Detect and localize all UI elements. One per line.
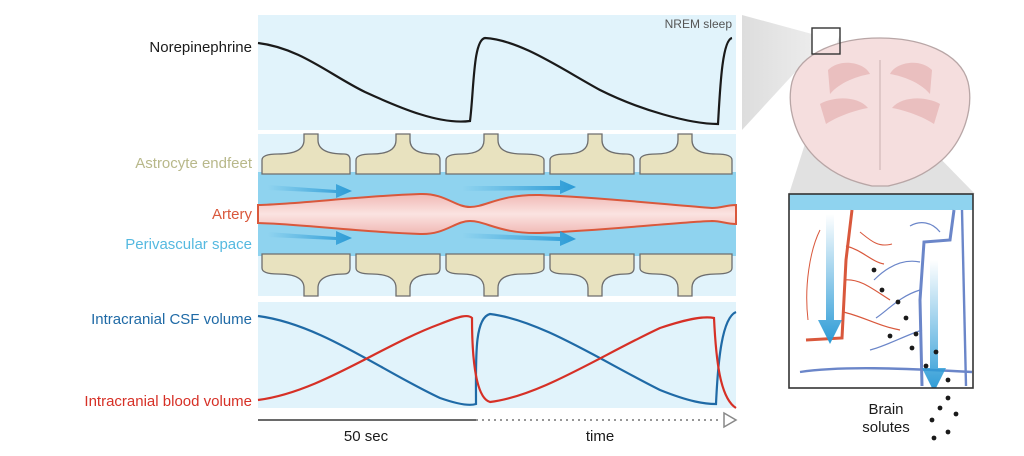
norepinephrine-panel: Norepinephrine NREM sleep: [149, 15, 736, 130]
flow-arrow-1: [268, 184, 352, 198]
blood-volume-trace: [257, 314, 737, 409]
zoom-cone-top: [742, 15, 812, 130]
vein-branch-2: [875, 289, 921, 319]
solute-particle: [887, 333, 893, 339]
solute-particle: [871, 267, 877, 273]
artery-branch-1: [845, 245, 885, 265]
solute-particle: [895, 299, 901, 305]
main-penetrating-artery: [805, 209, 854, 342]
solute-particle: [931, 435, 937, 441]
endfoot-bottom-1: [261, 253, 351, 297]
solute-particle: [953, 411, 959, 417]
endfoot-top-3: [445, 133, 545, 175]
venous-vessels: [799, 209, 973, 387]
vein-bottom: [799, 367, 973, 374]
csf-flow-arrows: [268, 180, 576, 246]
astrocyte-endfeet-label: Astrocyte endfeet: [135, 155, 253, 172]
endfoot-bottom-3: [445, 253, 545, 297]
vasculature-inset: Brain solutes: [788, 193, 974, 441]
time-axis-arrowhead: [723, 411, 738, 429]
blood-volume-label: Intracranial blood volume: [84, 393, 252, 410]
solute-particle: [945, 395, 951, 401]
solute-particle: [933, 349, 939, 355]
endfoot-bottom-5: [639, 253, 733, 297]
solute-particle: [903, 315, 909, 321]
solute-particle: [913, 331, 919, 337]
endfoot-bottom-4: [549, 253, 635, 297]
brain-hippocampus-left: [820, 98, 868, 124]
norepinephrine-trace: [257, 36, 733, 126]
vein-branch-1: [873, 260, 921, 281]
csf-efflux-arrow: [922, 260, 946, 388]
artery-branch-2: [843, 279, 891, 301]
csf-volume-label: Intracranial CSF volume: [91, 311, 252, 328]
volume-panel-bg: [258, 302, 736, 408]
brain-solutes-label-line1: Brain: [868, 401, 903, 418]
solute-particle: [909, 345, 915, 351]
artery-branch-3: [842, 311, 901, 331]
zoom-box: [811, 27, 841, 55]
endfoot-top-5: [639, 133, 733, 175]
astrocyte-endfeet-top: [261, 133, 733, 175]
flow-arrow-3: [462, 180, 576, 194]
duration-label: 50 sec: [344, 428, 389, 445]
endfoot-top-4: [549, 133, 635, 175]
artery-branch-4: [806, 229, 821, 321]
vein-right: [960, 209, 968, 387]
time-label: time: [586, 428, 614, 445]
astrocyte-endfeet-bottom: [261, 253, 733, 297]
brain-hippocampus-right: [892, 98, 940, 124]
artery: [257, 192, 737, 236]
solute-particle: [937, 405, 943, 411]
solute-particle: [945, 429, 951, 435]
inset-frame: [788, 193, 974, 389]
csf-volume-trace: [257, 310, 737, 406]
vein-branch-3: [909, 222, 941, 233]
inset-surface-csf: [789, 194, 973, 210]
main-vein: [918, 209, 956, 387]
solute-particle: [923, 363, 929, 369]
volume-panel: Intracranial CSF volume Intracranial blo…: [84, 302, 737, 410]
solute-particles-outside: [929, 395, 959, 441]
brain-cortex-right: [890, 62, 932, 94]
artery-branch-5: [859, 231, 893, 246]
solute-particle: [929, 417, 935, 423]
solute-particle: [879, 287, 885, 293]
flow-arrow-4: [462, 231, 576, 246]
brain-solutes-label-line2: solutes: [862, 419, 910, 436]
solute-particle: [945, 377, 951, 383]
vessel-panel: Astrocyte endfeet Artery Perivascular sp…: [125, 133, 737, 297]
endfoot-bottom-2: [355, 253, 441, 297]
norepinephrine-label: Norepinephrine: [149, 39, 252, 56]
perivascular-space-label: Perivascular space: [125, 236, 252, 253]
flow-arrow-2: [268, 231, 352, 245]
time-axis: 50 sec time: [258, 411, 738, 445]
vein-branch-4: [869, 329, 923, 351]
arterial-vessels: [805, 209, 901, 342]
endfoot-top-2: [355, 133, 441, 175]
artery-label: Artery: [212, 206, 253, 223]
brain-cortex-left: [828, 62, 870, 94]
norepinephrine-panel-bg: [258, 15, 736, 130]
nrem-sleep-label: NREM sleep: [665, 17, 733, 31]
brain-section: [742, 15, 975, 194]
endfoot-top-1: [261, 133, 351, 175]
solute-particles-inset: [871, 267, 951, 383]
csf-inflow-arrow: [818, 214, 842, 344]
